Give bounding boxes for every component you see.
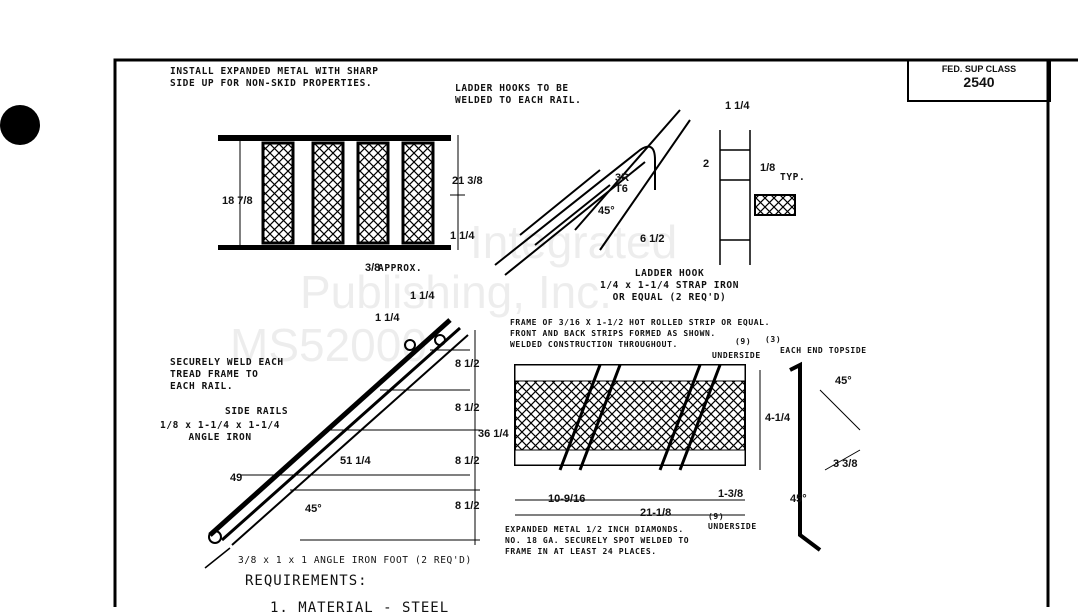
dim-1-1-4: 1 1/4	[410, 290, 435, 302]
dim-3-3-8: 3 3/8	[833, 458, 858, 470]
watermark: MS52000	[230, 319, 427, 371]
note-frame: FRAME OF 3/16 X 1-1/2 HOT ROLLED STRIP O…	[510, 318, 770, 349]
note-side-rails: SIDE RAILS	[225, 406, 289, 417]
note-expanded-metal: EXPANDED METAL 1/2 INCH DIAMONDS. NO. 18…	[505, 525, 690, 556]
note-foot: 3/8 x 1 x 1 ANGLE IRON FOOT (2 REQ'D)	[238, 555, 472, 566]
dim-8-1-2: 8 1/2	[455, 402, 480, 414]
fed-sup-class-value: 2540	[963, 74, 995, 90]
note-approx: APPROX.	[378, 263, 423, 274]
title-block: FED. SUP CLASS 2540	[907, 60, 1051, 102]
dim-45: 45°	[835, 375, 852, 387]
note-each-end: EACH END TOPSIDE	[780, 346, 867, 355]
dim-6-1-2: 6 1/2	[640, 233, 665, 245]
count-3: (3)	[765, 335, 782, 344]
dim-21-3-8: 21 3/8	[452, 175, 483, 187]
dim-1-3-8: 1-3/8	[718, 488, 744, 500]
requirements-item-1: 1. MATERIAL - STEEL	[270, 600, 450, 616]
dim-18-7-8: 18 7/8	[222, 195, 253, 207]
note-hooks-welded: LADDER HOOKS TO BE WELDED TO EACH RAIL.	[455, 83, 582, 106]
dim-3r: 3R	[615, 172, 630, 184]
watermark: Publishing, Inc.	[300, 266, 612, 318]
count-9-top: (9)	[735, 337, 752, 346]
dim-45: 45°	[305, 503, 322, 515]
note-weld-tread: SECURELY WELD EACH TREAD FRAME TO EACH R…	[170, 357, 284, 392]
dim-1-8: 1/8	[760, 162, 776, 174]
dim-8-1-2: 8 1/2	[455, 358, 480, 370]
tread-plan-view	[218, 135, 465, 250]
count-9-bottom: (9)	[708, 512, 725, 521]
punch-hole	[0, 105, 40, 145]
dim-1-1-4: 1 1/4	[725, 100, 750, 112]
dim-8-1-2: 8 1/2	[455, 455, 480, 467]
note-underside-bottom: UNDERSIDE	[708, 522, 757, 531]
tread-section-view	[514, 361, 861, 552]
dim-49: 49	[230, 472, 243, 484]
dim-10-9-16: 10-9/16	[548, 493, 586, 505]
dim-51-1-4: 51 1/4	[340, 455, 371, 467]
note-underside-top: UNDERSIDE	[712, 351, 761, 360]
note-ladder-hook: LADDER HOOK 1/4 x 1-1/4 STRAP IRON OR EQ…	[600, 268, 740, 303]
dim-3-8: 3/8	[365, 262, 381, 274]
requirements-heading: REQUIREMENTS:	[245, 573, 368, 589]
dim-21-1-8: 21-1/8	[640, 507, 672, 519]
dim-2: 2	[703, 158, 710, 170]
note-install: INSTALL EXPANDED METAL WITH SHARP SIDE U…	[170, 66, 379, 89]
dim-8-1-2: 8 1/2	[455, 500, 480, 512]
note-typ: TYP.	[780, 172, 806, 183]
dim-1-1-4: 1 1/4	[375, 312, 400, 324]
ladder-hook-detail	[494, 109, 796, 276]
dim-4-1-4: 4-1/4	[765, 412, 791, 424]
fed-sup-class-label: FED. SUP CLASS	[941, 64, 1017, 74]
dim-1-1-4: 1 1/4	[450, 230, 475, 242]
watermark: Integrated	[470, 216, 678, 268]
dim-t6: T6	[615, 183, 628, 195]
ladder-side-view	[204, 318, 480, 569]
dim-36-1-4: 36 1/4	[478, 428, 509, 440]
dim-45: 45°	[598, 205, 615, 217]
dim-45: 45°	[790, 493, 807, 505]
note-side-rails-spec: 1/8 x 1-1/4 x 1-1/4 ANGLE IRON	[160, 420, 281, 443]
